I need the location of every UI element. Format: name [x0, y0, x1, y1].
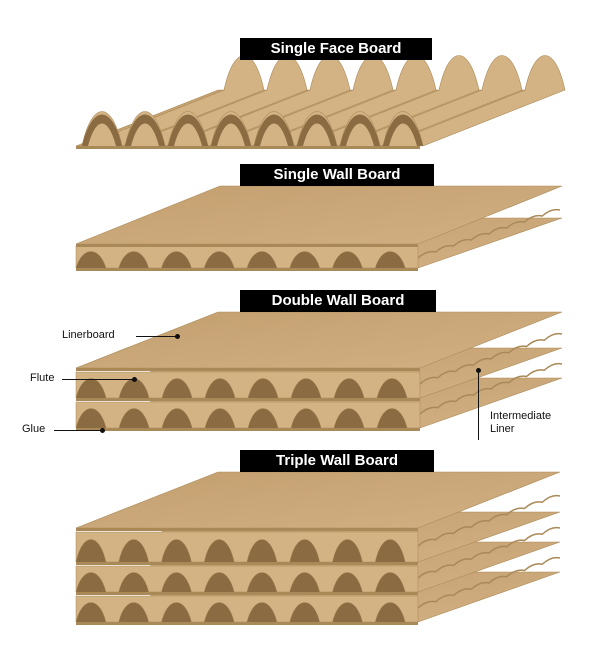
triple-wall-flutes-2	[75, 565, 419, 593]
glue-callout-line	[54, 430, 102, 431]
triple-wall-side-wave-1	[417, 494, 561, 547]
intermediate-liner-callout-label: Intermediate Liner	[490, 410, 552, 435]
triple-wall-bottom-liner-edge	[76, 622, 418, 625]
single-face-flute-front-hl	[260, 123, 288, 146]
double-wall-intermediate-liner-edge	[76, 398, 420, 401]
single-face-flute-front-hl	[88, 123, 116, 146]
single-face-board-title: Single Face Board	[240, 38, 432, 60]
triple-wall-top-liner-edge	[76, 528, 418, 531]
single-face-flute-front-hl	[389, 123, 417, 146]
single-face-flute-front-hl	[174, 123, 202, 146]
intermediate-liner-callout-line	[478, 372, 479, 440]
triple-wall-liner-2-edge	[76, 562, 418, 565]
double-wall-board-illustration	[75, 311, 563, 431]
triple-wall-liner-3-edge	[76, 592, 418, 595]
double-wall-lower-side-wave	[419, 362, 563, 415]
single-wall-board-illustration	[75, 185, 563, 271]
intermediate-liner-callout-dot	[476, 368, 481, 373]
linerboard-callout-dot	[175, 334, 180, 339]
flute-callout-line	[62, 379, 134, 380]
single-wall-flutes	[75, 245, 419, 269]
single-wall-side-wave	[417, 208, 561, 259]
single-wall-bottom-liner-edge	[76, 268, 418, 271]
double-wall-board-title: Double Wall Board	[240, 290, 436, 312]
single-face-bottom-liner-edge	[76, 146, 420, 149]
single-face-flute-front-hl	[303, 123, 331, 146]
flute-callout-label: Flute	[30, 372, 55, 384]
single-wall-board-title: Single Wall Board	[240, 164, 434, 186]
glue-callout-dot	[100, 428, 105, 433]
flute-callout-dot	[132, 377, 137, 382]
triple-wall-side-wave-3	[417, 556, 561, 609]
triple-wall-side-wave-2	[417, 526, 561, 579]
single-face-board-illustration	[75, 55, 566, 149]
double-wall-upper-side-wave	[419, 332, 563, 385]
linerboard-callout-label: Linerboard	[62, 329, 115, 341]
double-wall-bottom-liner-edge	[76, 428, 420, 431]
single-face-flute-front-hl	[346, 123, 374, 146]
triple-wall-board-illustration	[75, 471, 561, 625]
single-wall-top-liner-edge	[76, 244, 418, 247]
triple-wall-board-title: Triple Wall Board	[240, 450, 434, 472]
linerboard-callout-line	[136, 336, 176, 337]
single-face-flute-front-hl	[217, 123, 245, 146]
double-wall-top-liner-edge	[76, 368, 420, 371]
glue-callout-label: Glue	[22, 423, 46, 435]
triple-wall-flutes-3	[75, 595, 419, 623]
double-wall-lower-flutes	[75, 401, 421, 429]
single-face-flute-front-hl	[131, 123, 159, 146]
